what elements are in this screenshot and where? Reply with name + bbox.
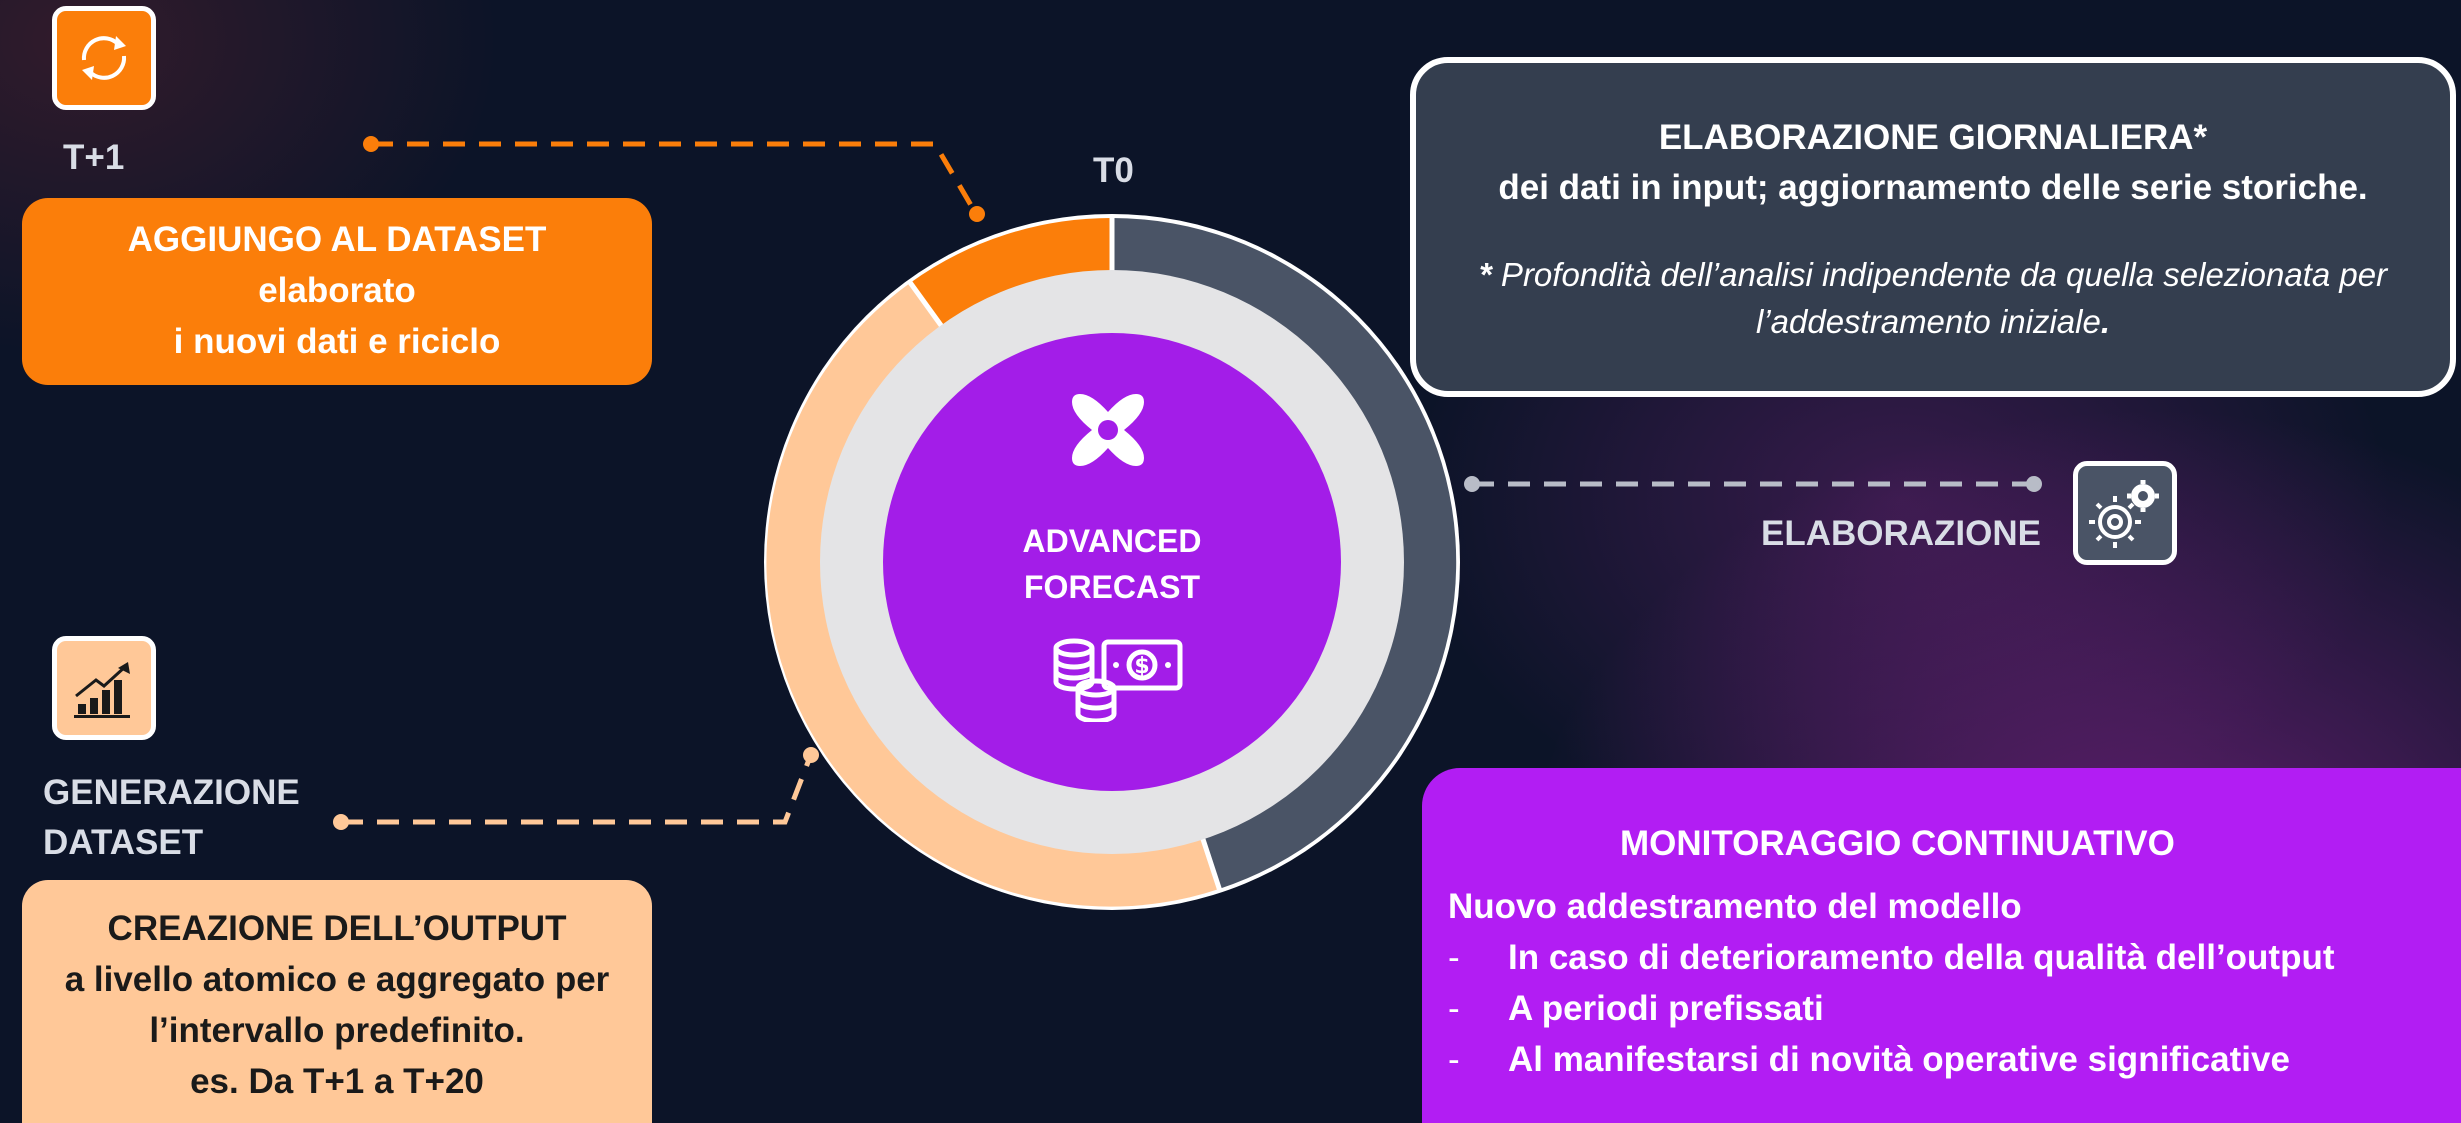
list-dash: - [1448, 938, 1460, 977]
center-title-line: FORECAST [1024, 569, 1200, 605]
elaborazione-label: ELABORAZIONE [1761, 514, 2041, 553]
list-item: - Al manifestarsi di novità operative sig… [1448, 1034, 2461, 1085]
generazione-label-line: GENERAZIONE [43, 773, 300, 812]
generazione-label-line: DATASET [43, 823, 204, 862]
t1-box-line: i nuovi dati e riciclo [173, 322, 501, 361]
monitoraggio-list: - In caso di deterioramento della qualità… [1448, 932, 2461, 1085]
generazione-box-line: CREAZIONE DELL’OUTPUT [107, 909, 567, 948]
elaborazione-description-box: ELABORAZIONE GIORNALIERA* dei dati in in… [1410, 57, 2456, 397]
t1-label: T+1 [63, 138, 125, 177]
generazione-connector [341, 756, 813, 825]
connector-dot [969, 206, 985, 222]
elaborazione-note: * Profondità dell’analisi indipendente d… [1416, 251, 2450, 345]
growth-chart-icon [74, 662, 130, 718]
elaborazione-note-end: . [2100, 303, 2111, 340]
elaborazione-note-text: Profondità dell’analisi indipendente da … [1491, 256, 2388, 293]
generazione-icon-box [52, 636, 156, 740]
monitoraggio-box: MONITORAGGIO CONTINUATIVO Nuovo addestra… [1422, 768, 2461, 1123]
generazione-description-box: CREAZIONE DELL’OUTPUT a livello atomico … [22, 880, 652, 1123]
list-item-text: In caso di deterioramento della qualità … [1508, 938, 2335, 977]
elaborazione-box-title: ELABORAZIONE GIORNALIERA* [1658, 118, 2208, 157]
t0-label: T0 [1093, 151, 1134, 190]
gears-icon [2089, 480, 2159, 548]
t1-description-box: AGGIUNGO AL DATASET elaborato i nuovi da… [22, 198, 652, 385]
generazione-box-line: l’intervallo predefinito. [149, 1011, 525, 1050]
list-item-text: A periodi prefissati [1508, 989, 1824, 1028]
center-title: ADVANCED FORECAST [962, 518, 1262, 610]
t1-connector [371, 141, 978, 214]
generazione-box-line: a livello atomico e aggregato per [64, 960, 610, 999]
generazione-box-line: es. Da T+1 a T+20 [190, 1062, 484, 1101]
recycle-arrows-icon [81, 36, 127, 80]
coins-banknote-icon: $ [1053, 638, 1183, 722]
list-dash: - [1448, 1040, 1460, 1079]
elaborazione-note-text: l’addestramento iniziale [1755, 303, 2101, 340]
list-dash: - [1448, 989, 1460, 1028]
list-item: - In caso di deterioramento della qualità… [1448, 932, 2461, 983]
svg-text:$: $ [1134, 654, 1149, 679]
connector-dot [2026, 476, 2042, 492]
elaborazione-box-subtitle: dei dati in input; aggiornamento delle s… [1498, 168, 2368, 207]
t1-box-line: AGGIUNGO AL DATASET [127, 220, 547, 259]
center-core [883, 333, 1341, 791]
connector-dot [803, 747, 819, 763]
t1-box-line: elaborato [258, 271, 416, 310]
list-item: - A periodi prefissati [1448, 983, 2461, 1034]
x-logo-icon [1072, 394, 1144, 466]
elaborazione-icon-box [2073, 461, 2177, 565]
elaborazione-note-star: * [1478, 256, 1492, 293]
list-item-text: Al manifestarsi di novità operative sign… [1508, 1040, 2290, 1079]
monitoraggio-title: MONITORAGGIO CONTINUATIVO [1620, 824, 2175, 863]
monitoraggio-subtitle: Nuovo addestramento del modello [1448, 887, 2022, 926]
generazione-label: GENERAZIONE DATASET [43, 768, 300, 868]
center-title-line: ADVANCED [1022, 523, 1202, 559]
t1-icon-box [52, 6, 156, 110]
